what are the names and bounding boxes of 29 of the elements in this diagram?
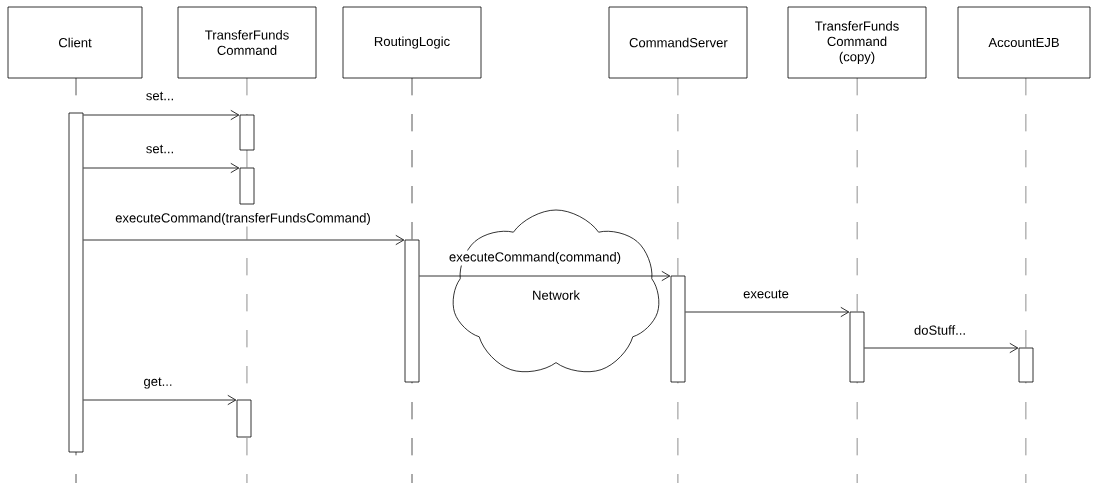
- message-label: get...: [142, 376, 174, 390]
- message-arrow: [83, 162, 240, 174]
- message-arrow: [419, 270, 671, 282]
- activation-bar: [849, 311, 865, 383]
- activation-bar: [1018, 347, 1034, 383]
- network-label: Network: [533, 290, 580, 300]
- message-label: execute: [741, 288, 791, 300]
- lifeline-box: Client: [7, 6, 143, 79]
- lifeline-box: TransferFunds Command (copy): [787, 6, 927, 79]
- message-arrow: [83, 394, 237, 406]
- activation-bar: [670, 275, 686, 383]
- activation-bar: [239, 167, 255, 205]
- lifeline-box: AccountEJB: [957, 6, 1091, 79]
- message-label: doStuff...: [912, 323, 968, 337]
- lifeline-box: RoutingLogic: [342, 6, 482, 79]
- activation-bar: [236, 399, 252, 438]
- lifeline-box: TransferFunds Command: [177, 6, 317, 79]
- lifeline-box: CommandServer: [608, 6, 748, 79]
- message-arrow: [864, 342, 1019, 354]
- message-arrow: [83, 109, 240, 121]
- message-arrow: [685, 306, 850, 318]
- message-label: executeCommand(transferFundsCommand): [113, 211, 373, 227]
- activation-bar: [68, 112, 84, 453]
- message-label: set...: [144, 90, 176, 102]
- message-label: set...: [144, 143, 176, 155]
- activation-bar: [404, 239, 420, 383]
- activation-bar: [239, 114, 255, 151]
- message-arrow: [83, 234, 405, 246]
- message-label: executeCommand(command): [447, 250, 623, 266]
